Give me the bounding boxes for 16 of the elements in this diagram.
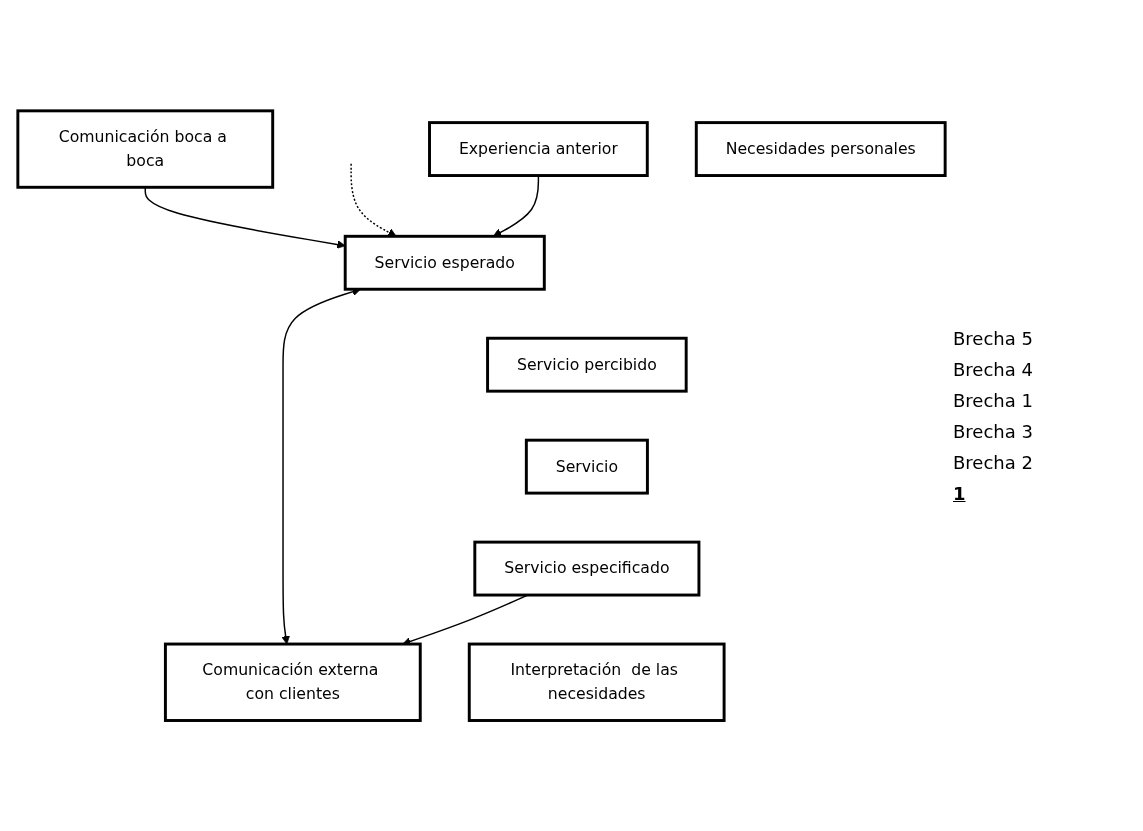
node-box: Necesidades personales xyxy=(694,120,947,177)
node-box: Comunicación boca a boca xyxy=(16,109,275,189)
node-box: Servicio percibido xyxy=(486,336,688,393)
gap-label: Brecha 4 xyxy=(953,358,1033,380)
node-box: Servicio esperado xyxy=(343,234,546,291)
node-box: Interpretación de las necesidades xyxy=(467,642,726,722)
footnote-number: 1 xyxy=(953,482,966,504)
node-box: Experiencia anterior xyxy=(428,120,649,177)
node-box: Servicio xyxy=(524,438,649,495)
gap-label: Brecha 3 xyxy=(953,420,1033,442)
node-box: Comunicación externa con clientes xyxy=(163,642,422,722)
gap-label: Brecha 1 xyxy=(953,389,1033,411)
node-box: Servicio especificado xyxy=(473,540,701,597)
gap-label: Brecha 2 xyxy=(953,451,1033,473)
gap-label: Brecha 5 xyxy=(953,327,1033,349)
arrow xyxy=(350,162,397,237)
